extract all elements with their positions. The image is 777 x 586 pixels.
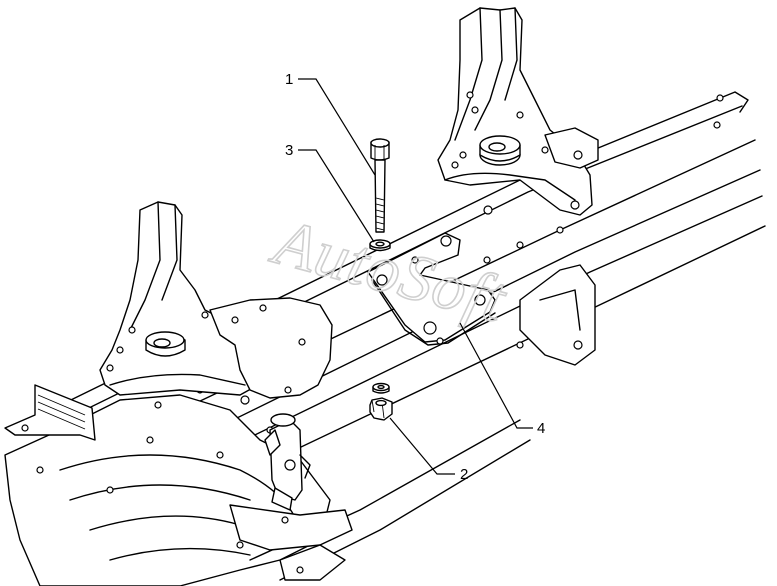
left-tab-clip [4,384,96,441]
leader-3 [298,149,375,243]
nut [369,397,393,421]
leader-2 [389,417,455,475]
front-suspension-bracket [99,201,333,405]
callout-4: 4 [537,420,545,437]
callout-2: 2 [460,466,468,483]
bolt [370,138,390,233]
leader-1 [298,78,376,176]
front-shackle [264,413,311,511]
rear-suspension-bracket [437,7,599,216]
lower-washer [372,382,390,394]
mounting-plate [367,232,496,346]
rear-lower-bracket [516,264,596,366]
front-lower-bracket [229,504,353,581]
callout-3: 3 [285,142,293,159]
callout-1: 1 [285,71,293,88]
leader-4 [459,322,533,429]
washer [369,239,391,252]
callout-leaders [298,78,533,475]
